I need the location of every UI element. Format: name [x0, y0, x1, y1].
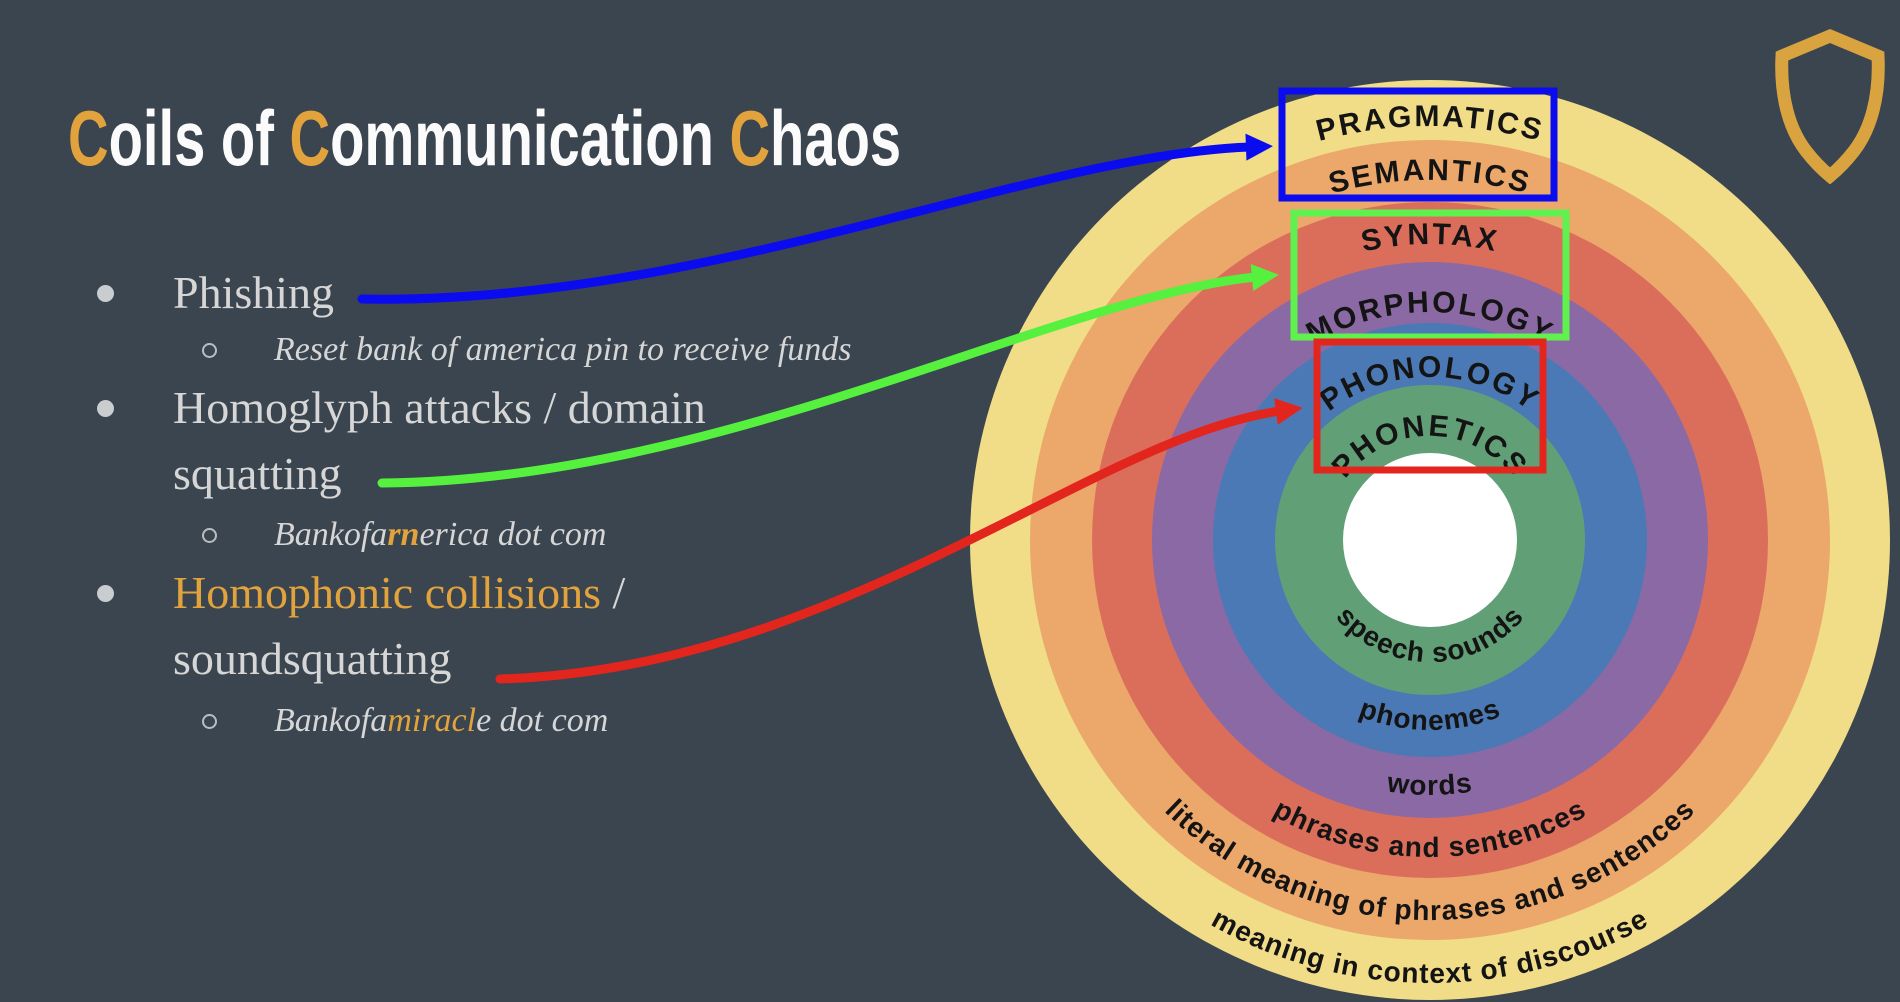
shield-icon	[1775, 28, 1885, 184]
list-item-label: Phishing	[173, 267, 335, 318]
ring-center	[1343, 453, 1517, 627]
hollow-bullet-icon	[202, 343, 217, 358]
phishing-arrow	[357, 133, 1273, 304]
title-text: oils of	[108, 94, 290, 182]
bullet-icon	[97, 400, 114, 417]
bullet-icon	[97, 285, 114, 302]
svg-text:words: words	[1385, 767, 1475, 802]
list-item-label: Homoglyph attacks / domain squatting	[173, 382, 706, 499]
list-subitem-label: Bankofarnerica dot com	[274, 510, 606, 560]
label-words: words	[1385, 767, 1474, 802]
phonology-phonetics-box	[1313, 338, 1547, 474]
syntax-morphology-box	[1290, 209, 1570, 341]
title-initial: C	[729, 94, 771, 182]
hollow-bullet-icon	[202, 528, 217, 543]
list-item-label-rest: / soundsquatting	[173, 567, 626, 684]
pragmatics-semantics-box	[1278, 87, 1558, 202]
list-subitem-homoglyph-example: Bankofarnerica dot com	[202, 510, 606, 560]
list-item-label: Homophonic collisions / soundsquatting	[173, 560, 625, 692]
shield-outline	[1775, 28, 1885, 184]
domain-suffix: e dot com	[476, 702, 609, 739]
list-subitem-phishing-example: Reset bank of america pin to receive fun…	[202, 325, 852, 375]
list-subitem-label: Bankofamiracle dot com	[274, 696, 608, 746]
homophonic-highlight: Homophonic collisions	[173, 567, 602, 618]
homoglyph-arrow	[377, 263, 1279, 488]
title-text: ommunication	[330, 94, 730, 182]
title-text: haos	[770, 94, 902, 182]
list-subitem-homophonic-example: Bankofamiracle dot com	[202, 696, 608, 746]
list-subitem-label: Reset bank of america pin to receive fun…	[274, 331, 852, 368]
homophonic-arrow	[495, 398, 1303, 684]
hollow-bullet-icon	[202, 714, 217, 729]
list-item-phishing: Phishing	[97, 260, 334, 326]
title-initial: C	[289, 94, 331, 182]
page-title: Coils of Communication Chaos	[68, 94, 902, 182]
callout-boxes	[1278, 87, 1570, 474]
title-initial: C	[68, 94, 109, 182]
homophone-highlight: miracl	[387, 702, 477, 739]
domain-suffix: erica dot com	[419, 516, 607, 553]
bullet-icon	[97, 585, 114, 602]
domain-prefix: Bankofa	[274, 516, 388, 553]
domain-prefix: Bankofa	[274, 702, 388, 739]
homoglyph-highlight: rn	[387, 516, 420, 553]
list-item-homophonic: Homophonic collisions / soundsquatting	[97, 560, 625, 692]
list-item-homoglyph: Homoglyph attacks / domain squatting	[97, 375, 706, 507]
